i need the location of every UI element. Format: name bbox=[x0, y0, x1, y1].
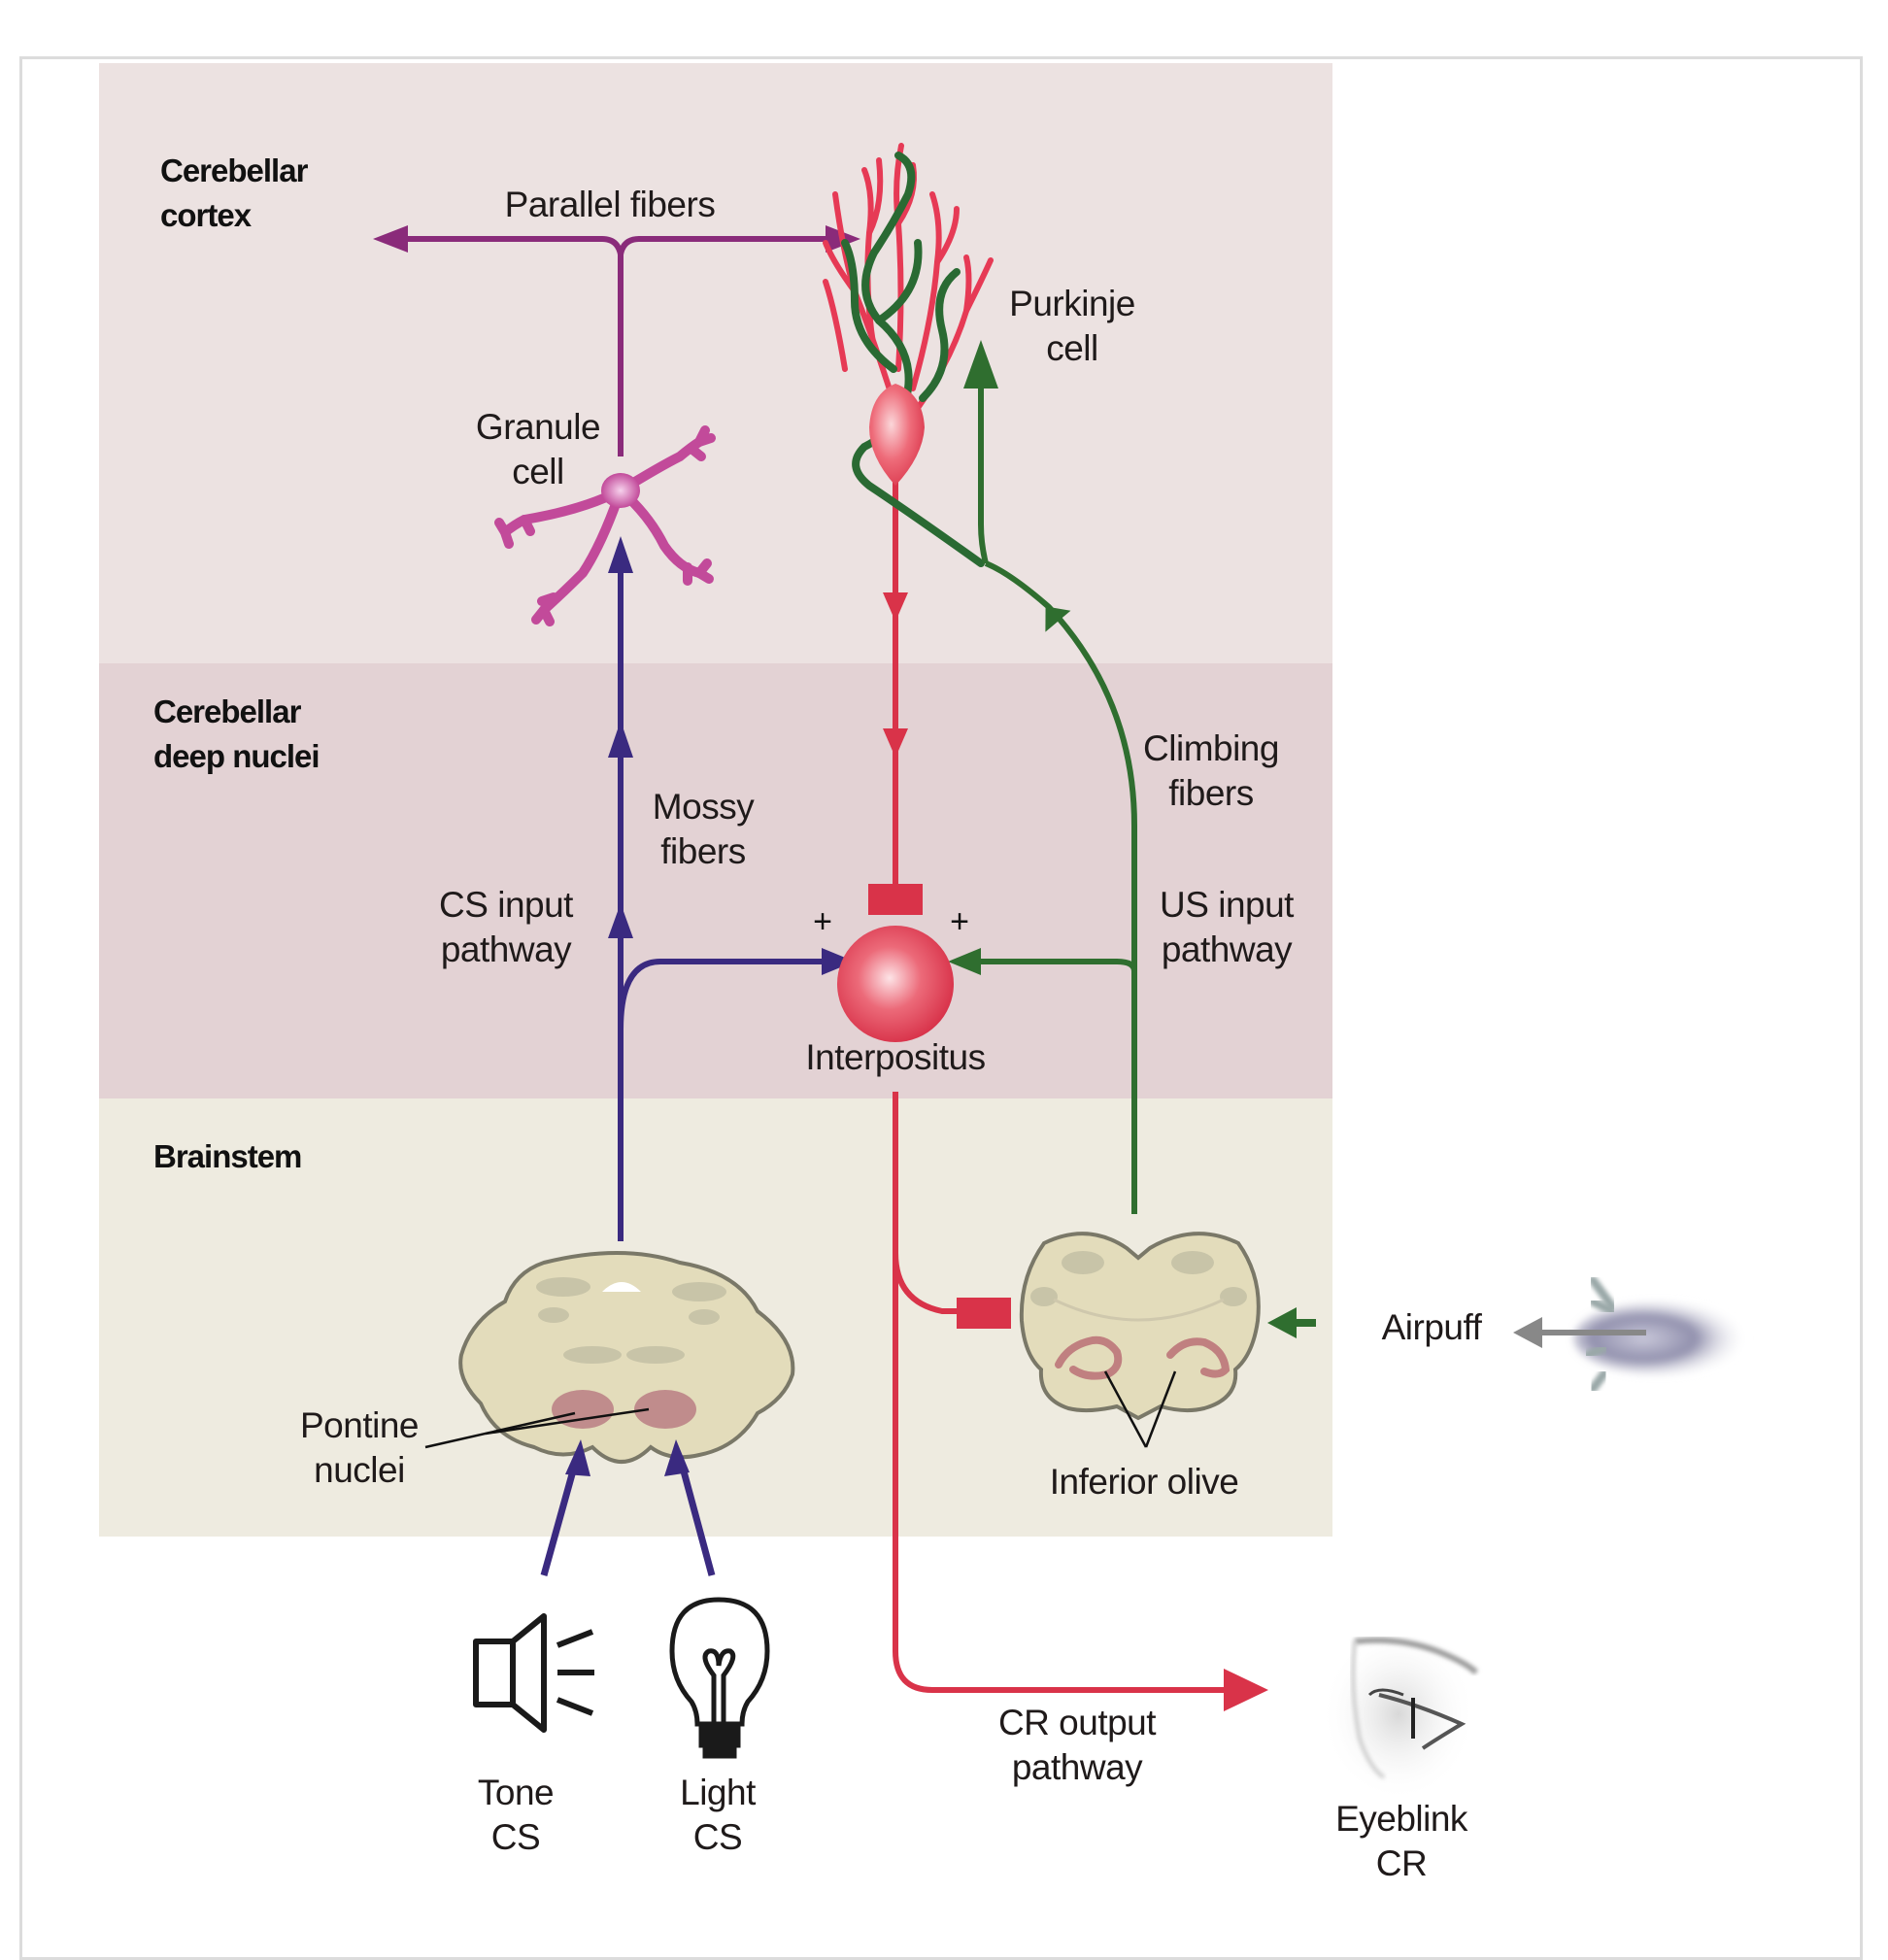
label-line: CR output bbox=[997, 1703, 1157, 1742]
label-light-cs: Light CS bbox=[680, 1771, 756, 1860]
label-line: cell bbox=[1046, 328, 1098, 368]
interpositus-nucleus bbox=[837, 926, 954, 1042]
label-tone-cs: Tone CS bbox=[477, 1771, 555, 1860]
light-arrow-head bbox=[664, 1439, 690, 1476]
mossy-arrow-2 bbox=[608, 721, 633, 758]
pontine-nucleus-left bbox=[552, 1390, 614, 1429]
label-line: pathway bbox=[440, 929, 572, 969]
label-line: cell bbox=[512, 452, 564, 491]
airpuff-icon bbox=[1513, 1275, 1748, 1394]
region-label-line: Cerebellar bbox=[160, 152, 308, 188]
label-cs-input-pathway: CS input pathway bbox=[439, 883, 573, 972]
label-line: fibers bbox=[660, 831, 746, 871]
airpuff-us-arrow bbox=[1267, 1307, 1297, 1338]
mossy-arrow-1 bbox=[608, 536, 633, 573]
granule-cell bbox=[494, 425, 716, 626]
pontine-leader-lines bbox=[424, 1407, 650, 1449]
label-line: nuclei bbox=[314, 1450, 405, 1490]
label-line: Tone bbox=[477, 1773, 555, 1812]
label-inferior-olive: Inferior olive bbox=[1049, 1462, 1239, 1502]
cortex-region bbox=[99, 63, 1332, 663]
label-line: Eyeblink bbox=[1335, 1799, 1467, 1839]
parallel-fibers bbox=[398, 236, 835, 456]
label-line: CS input bbox=[439, 885, 573, 925]
label-us-input-pathway: US input pathway bbox=[1160, 883, 1294, 972]
excitatory-plus-left: + bbox=[813, 903, 832, 940]
label-climbing-fibers: Climbing fibers bbox=[1143, 727, 1279, 816]
excitatory-plus-right: + bbox=[950, 903, 969, 940]
label-airpuff: Airpuff bbox=[1381, 1307, 1482, 1347]
region-label-line: cortex bbox=[160, 197, 252, 233]
us-to-interpositus-arrow bbox=[948, 948, 981, 975]
region-label-line: deep nuclei bbox=[153, 738, 320, 774]
purkinje-arrow-1 bbox=[883, 592, 908, 622]
speaker-icon bbox=[473, 1613, 594, 1733]
label-interpositus: Interpositus bbox=[805, 1037, 986, 1077]
label-purkinje-cell: Purkinje cell bbox=[1009, 282, 1135, 371]
climbing-arrow-mid bbox=[1045, 606, 1071, 632]
granule-cell-body bbox=[601, 473, 640, 508]
label-line: pathway bbox=[1161, 929, 1293, 969]
label-parallel-fibers: Parallel fibers bbox=[504, 185, 716, 224]
pontine-nucleus-right bbox=[634, 1390, 696, 1429]
medulla-section bbox=[1019, 1232, 1261, 1421]
label-cr-output-pathway: CR output pathway bbox=[997, 1701, 1157, 1790]
label-line: Granule bbox=[475, 407, 601, 447]
label-line: Mossy bbox=[652, 787, 755, 827]
pons-section bbox=[458, 1251, 795, 1464]
label-line: Pontine bbox=[300, 1405, 420, 1445]
label-line: CS bbox=[490, 1817, 541, 1857]
purkinje-arrow-2 bbox=[883, 728, 908, 758]
cs-input-arrows bbox=[540, 1456, 716, 1576]
olive-leader-lines bbox=[1103, 1370, 1177, 1448]
mossy-fibers bbox=[618, 563, 835, 1241]
label-line: pathway bbox=[1011, 1747, 1143, 1787]
mossy-to-interpositus-arrow bbox=[822, 948, 855, 975]
parallel-fiber-arrow-left bbox=[373, 225, 408, 253]
region-label-brainstem: Brainstem bbox=[153, 1134, 302, 1179]
label-line: US input bbox=[1160, 885, 1294, 925]
label-pontine-nuclei: Pontine nuclei bbox=[300, 1403, 420, 1493]
label-eyeblink-cr: Eyeblink CR bbox=[1335, 1797, 1467, 1886]
label-line: CR bbox=[1375, 1843, 1428, 1883]
climbing-arrow-up bbox=[963, 340, 998, 389]
label-mossy-fibers: Mossy fibers bbox=[652, 785, 755, 874]
label-granule-cell: Granule cell bbox=[475, 405, 601, 494]
lightbulb-icon bbox=[669, 1597, 770, 1759]
inferior-olive-nuclei bbox=[1055, 1335, 1231, 1380]
cr-output-arrow bbox=[1224, 1669, 1268, 1711]
label-line: fibers bbox=[1168, 773, 1254, 813]
climbing-fibers bbox=[971, 369, 1137, 1214]
region-label-line: Brainstem bbox=[153, 1138, 302, 1174]
purkinje-inhibitory-synapse bbox=[868, 884, 923, 915]
label-line: Purkinje bbox=[1009, 284, 1135, 323]
label-line: CS bbox=[692, 1817, 743, 1857]
region-label-line: Cerebellar bbox=[153, 693, 301, 729]
region-label-deep-nuclei: Cerebellar deep nuclei bbox=[153, 690, 320, 779]
olive-inhibitory-synapse bbox=[957, 1298, 1011, 1329]
tone-arrow-head bbox=[565, 1439, 590, 1476]
cr-output-pathway bbox=[893, 1092, 1233, 1693]
deep-nuclei-region bbox=[99, 663, 1332, 1098]
purkinje-soma bbox=[869, 384, 925, 486]
climbing-fiber-wrap bbox=[841, 152, 985, 567]
label-line: Light bbox=[680, 1773, 756, 1812]
region-label-cortex: Cerebellar cortex bbox=[160, 149, 308, 238]
mossy-arrow-3 bbox=[608, 903, 633, 938]
eye-icon bbox=[1321, 1627, 1479, 1802]
label-line: Climbing bbox=[1143, 728, 1279, 768]
